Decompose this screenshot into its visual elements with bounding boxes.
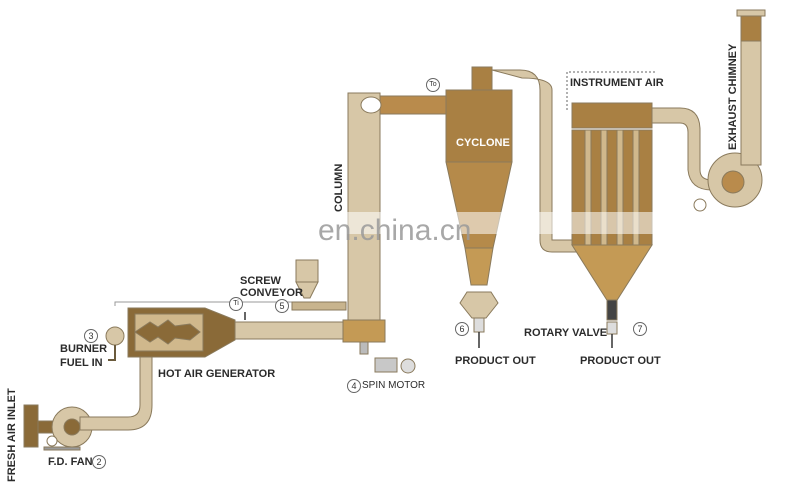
label-screw: SCREW: [240, 275, 281, 287]
label-product-out-cyclone: PRODUCT OUT: [455, 355, 536, 367]
watermark: en.china.cn: [318, 214, 472, 247]
column-to-cyclone-duct: [379, 95, 451, 115]
label-cyclone: CYCLONE: [456, 137, 510, 149]
label-spin-motor: SPIN MOTOR: [362, 380, 426, 391]
exhaust-chimney: [740, 39, 762, 166]
hot-air-duct: [234, 321, 348, 340]
label-exhaust-chimney: EXHAUST CHIMNEY: [727, 43, 739, 150]
number-spin-motor: 4: [347, 379, 361, 393]
exhaust-pipe: [651, 107, 713, 191]
label-fresh-air-inlet: FRESH AIR INLET: [6, 388, 18, 482]
cyclone-outlet: [471, 66, 493, 91]
transfer-pipe: [491, 69, 581, 253]
label-burner: BURNER: [60, 343, 108, 355]
bag-filter: [571, 102, 653, 129]
screw-conveyor: [291, 301, 347, 311]
to-sensor: To: [426, 78, 440, 92]
spin-motor: [374, 357, 398, 373]
label-conveyor: CONVEYOR: [240, 287, 303, 299]
number-burner: 3: [84, 329, 98, 343]
number-fd-fan: 2: [92, 455, 106, 469]
feed-hopper: [295, 259, 319, 283]
label-instrument-air: INSTRUMENT AIR: [570, 77, 664, 89]
number-rotary-valve: 7: [633, 322, 647, 336]
ti-sensor: Ti: [229, 297, 243, 311]
label-product-out-filter: PRODUCT OUT: [580, 355, 661, 367]
label-fuel-in: FUEL IN: [60, 357, 103, 369]
fresh-air-inlet: [23, 404, 39, 448]
flame: [134, 319, 201, 345]
label-rotary-valve: ROTARY VALVE: [524, 327, 608, 339]
label-hot-air-generator: HOT AIR GENERATOR: [158, 368, 276, 380]
number-screw-conveyor: 5: [275, 299, 289, 313]
number-cyclone-valve: 6: [455, 322, 469, 336]
label-fd-fan: F.D. FAN: [48, 456, 93, 468]
watermark-band: [165, 212, 755, 234]
burner: [105, 326, 125, 346]
label-column: COLUMN: [333, 163, 345, 212]
cyclone: [445, 89, 513, 163]
